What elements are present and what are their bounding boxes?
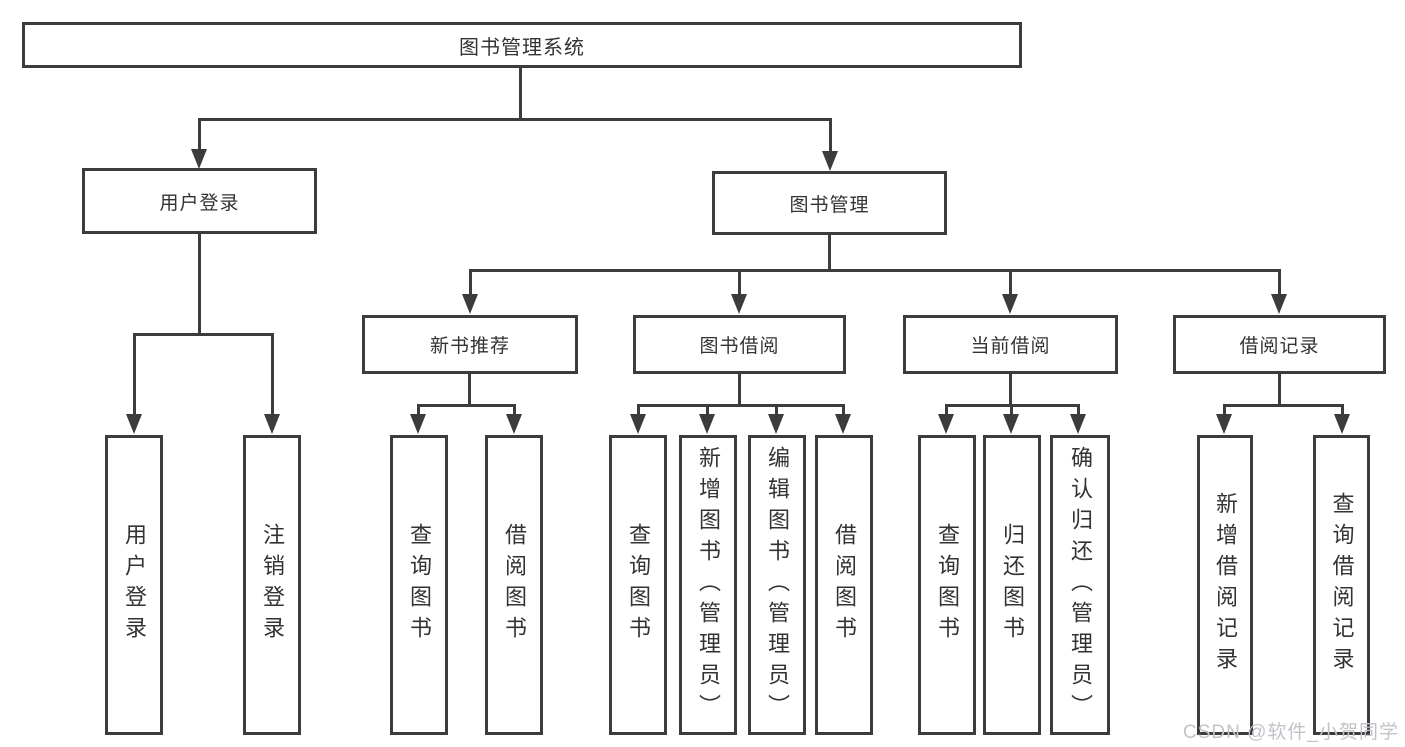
csdn-watermark: CSDN @软件_小贺同学 [1183,722,1399,743]
node-book-management: 图书管理 [712,171,947,235]
connector [706,404,709,415]
connector [1223,404,1226,415]
connector [133,333,274,336]
leaf-logout: 注销登录 [243,435,301,735]
connector [828,235,831,270]
connector [1278,374,1281,405]
leaf-query-borrow-record: 查询借阅记录 [1313,435,1370,735]
connector [133,333,136,414]
node-book-borrowing: 图书借阅 [633,315,846,374]
arrow-down-icon [699,414,715,434]
leaf-edit-books-admin: 编辑图书（管理员） [748,435,806,735]
arrow-down-icon [630,414,646,434]
connector [842,404,845,415]
arrow-down-icon [1334,414,1350,434]
connector [1341,404,1344,415]
leaf-borrow-books: 借阅图书 [485,435,543,735]
connector [417,404,516,407]
leaf-query-books: 查询图书 [390,435,448,735]
connector [198,234,201,334]
connector [775,404,778,415]
arrow-down-icon [1216,414,1232,434]
arrow-down-icon [1002,294,1018,314]
arrow-down-icon [1070,414,1086,434]
connector [738,269,741,295]
arrow-down-icon [822,151,838,171]
arrow-down-icon [1271,294,1287,314]
connector [945,404,948,415]
node-new-book-recommend: 新书推荐 [362,315,578,374]
connector [637,404,845,407]
arrow-down-icon [264,414,280,434]
connector [1077,404,1080,415]
arrow-down-icon [938,414,954,434]
connector [1223,404,1344,407]
arrow-down-icon [768,414,784,434]
leaf-query-books: 查询图书 [918,435,976,735]
arrow-down-icon [191,149,207,169]
arrow-down-icon [126,414,142,434]
connector [1010,404,1013,415]
leaf-add-borrow-record: 新增借阅记录 [1197,435,1253,735]
arrow-down-icon [731,294,747,314]
connector [1009,269,1012,295]
connector [468,374,471,405]
connector [198,118,201,150]
node-user-login: 用户登录 [82,168,317,234]
connector [417,404,420,415]
connector [469,269,472,295]
connector [513,404,516,415]
connector [198,118,832,121]
arrow-down-icon [835,414,851,434]
leaf-add-books-admin: 新增图书（管理员） [679,435,737,735]
leaf-query-books: 查询图书 [609,435,667,735]
node-current-borrowing: 当前借阅 [903,315,1118,374]
arrow-down-icon [1003,414,1019,434]
leaf-return-books: 归还图书 [983,435,1041,735]
arrow-down-icon [410,414,426,434]
connector [829,118,832,152]
connector [271,333,274,414]
arrow-down-icon [506,414,522,434]
connector [469,269,1281,272]
connector [637,404,640,415]
node-borrowing-records: 借阅记录 [1173,315,1386,374]
connector [1009,374,1012,405]
connector [519,67,522,120]
connector [738,374,741,405]
leaf-user-login: 用户登录 [105,435,163,735]
leaf-confirm-return-admin: 确认归还（管理员） [1050,435,1110,735]
connector [1278,269,1281,295]
leaf-borrow-books: 借阅图书 [815,435,873,735]
arrow-down-icon [462,294,478,314]
node-library-system: 图书管理系统 [22,22,1022,68]
